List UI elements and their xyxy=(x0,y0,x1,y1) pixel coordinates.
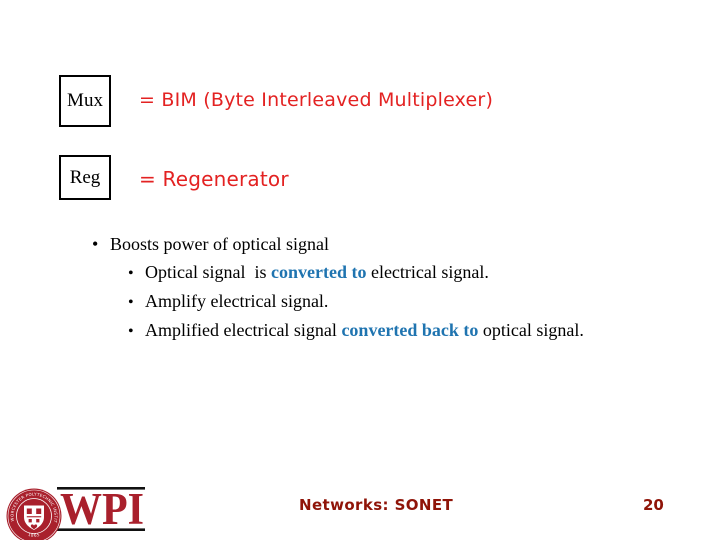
bullet-sub-3-highlight: converted back to xyxy=(341,320,479,340)
bullet-sub-2: • Amplify electrical signal. xyxy=(128,290,328,314)
mux-box: Mux xyxy=(59,75,111,127)
bullet-marker: • xyxy=(92,234,99,254)
seal-heart xyxy=(30,524,38,530)
wpi-logo-bottom-rule xyxy=(57,528,145,531)
bullet-main-text: Boosts power of optical signal xyxy=(110,234,329,254)
mux-definition: = BIM (Byte Interleaved Multiplexer) xyxy=(139,89,494,111)
svg-text:1865: 1865 xyxy=(28,532,41,538)
bullet-marker: • xyxy=(128,323,134,340)
wpi-letters: WPI xyxy=(60,484,144,534)
reg-box: Reg xyxy=(59,155,111,200)
bullet-sub-1: • Optical signal is converted to electric… xyxy=(128,261,489,285)
reg-definition: = Regenerator xyxy=(139,167,289,191)
wpi-seal-icon: WORCESTER POLYTECHNIC INSTITUTE 1865 xyxy=(0,482,62,540)
bullet-sub-2-pre: Amplify electrical signal. xyxy=(145,291,329,311)
bullet-marker: • xyxy=(128,294,134,311)
bullet-marker: • xyxy=(128,265,134,282)
mux-box-label: Mux xyxy=(67,90,103,111)
bullet-sub-3: • Amplified electrical signal converted b… xyxy=(128,319,584,343)
seal-year-text: 1865 xyxy=(28,532,40,538)
wpi-logo: WPI WORCESTER POLYTECHNIC INSTITUTE 1865 xyxy=(0,482,145,540)
bullet-sub-3-pre: Amplified electrical signal xyxy=(145,320,342,340)
page-number: 20 xyxy=(643,496,664,514)
bullet-sub-1-highlight: converted to xyxy=(270,262,367,282)
footer-title: Networks: SONET xyxy=(299,496,454,514)
bullet-main: • Boosts power of optical signal xyxy=(92,233,329,255)
bullet-sub-1-post: electrical signal. xyxy=(366,262,489,282)
bullet-sub-3-post: optical signal. xyxy=(478,320,584,340)
reg-box-label: Reg xyxy=(69,166,101,188)
wpi-logo-top-rule xyxy=(57,487,145,490)
bullet-sub-1-pre: Optical signal is xyxy=(145,262,271,282)
